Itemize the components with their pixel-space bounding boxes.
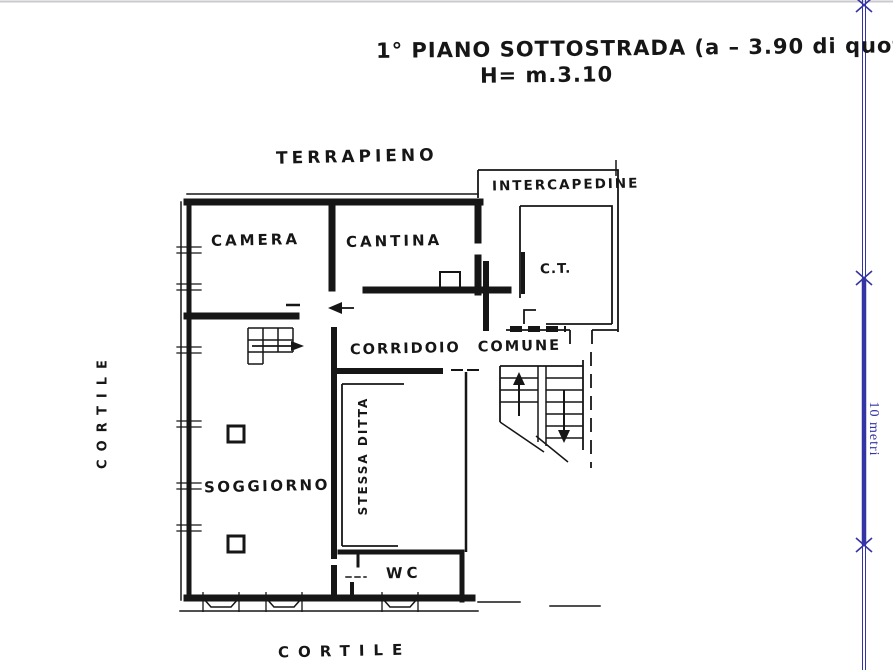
stessa-ditta-label: STESSA DITTA [356,396,370,516]
mini-stair-symbol [247,327,304,365]
soggiorno-room-label: SOGGIORNO [203,475,331,497]
cortile-bottom-label: CORTILE [277,640,412,662]
plan-height-note: H= m.3.10 [479,62,614,88]
staircase-symbol [499,360,584,463]
cortile-left-label: CORTILE [95,352,111,469]
camera-walls [183,198,336,320]
intercapedine-outline [477,160,619,344]
ct-room-label: C.T. [539,260,572,278]
ct-room-outline [519,205,613,325]
intercapedine-label: INTERCAPEDINE [491,175,640,195]
measure-line [855,0,873,670]
cantina-room-label: CANTINA [345,230,443,252]
scale-bar-label: 10 metri [866,401,881,457]
corridor-walls [333,368,479,374]
camera-room-label: CAMERA [210,230,301,250]
wc-walls [337,549,465,603]
wc-room-label: WC [385,563,422,583]
bottom-window-wells [202,592,419,612]
cantina-walls [362,198,512,331]
soggiorno-pillars [226,424,246,554]
terrapieno-label: TERRAPIENO [275,145,438,169]
entrance-arrow [286,302,354,314]
stessa-ditta-outline [341,372,468,552]
